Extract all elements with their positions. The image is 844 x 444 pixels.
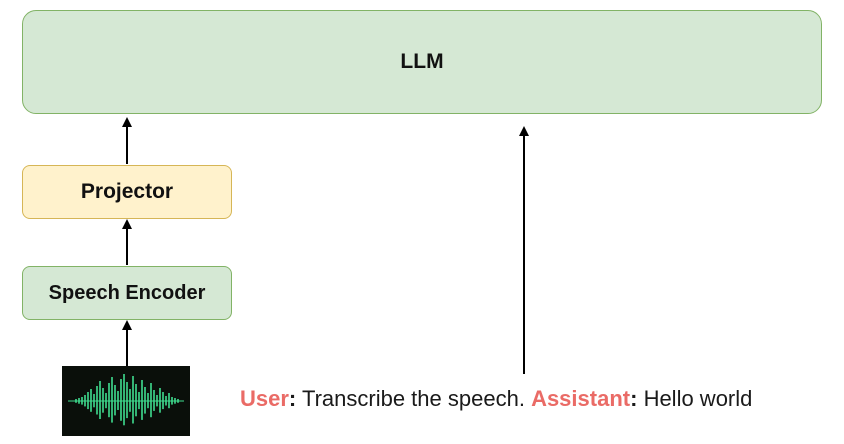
llm-label: LLM <box>400 50 444 73</box>
projector-node: Projector <box>22 165 232 219</box>
user-colon: : <box>288 386 297 411</box>
prompt-text: User: Transcribe the speech. Assistant: … <box>240 386 752 412</box>
user-message: Transcribe the speech. <box>301 386 525 411</box>
speech-encoder-node: Speech Encoder <box>22 266 232 320</box>
projector-label: Projector <box>80 180 174 203</box>
user-role-label: User <box>240 386 289 411</box>
llm-node: LLM <box>22 10 822 114</box>
assistant-message: Hello world <box>643 386 753 411</box>
audio-waveform-icon <box>62 366 190 436</box>
assistant-role-label: Assistant <box>531 386 631 411</box>
assistant-colon: : <box>630 386 638 411</box>
speech-encoder-label: Speech Encoder <box>48 281 206 304</box>
